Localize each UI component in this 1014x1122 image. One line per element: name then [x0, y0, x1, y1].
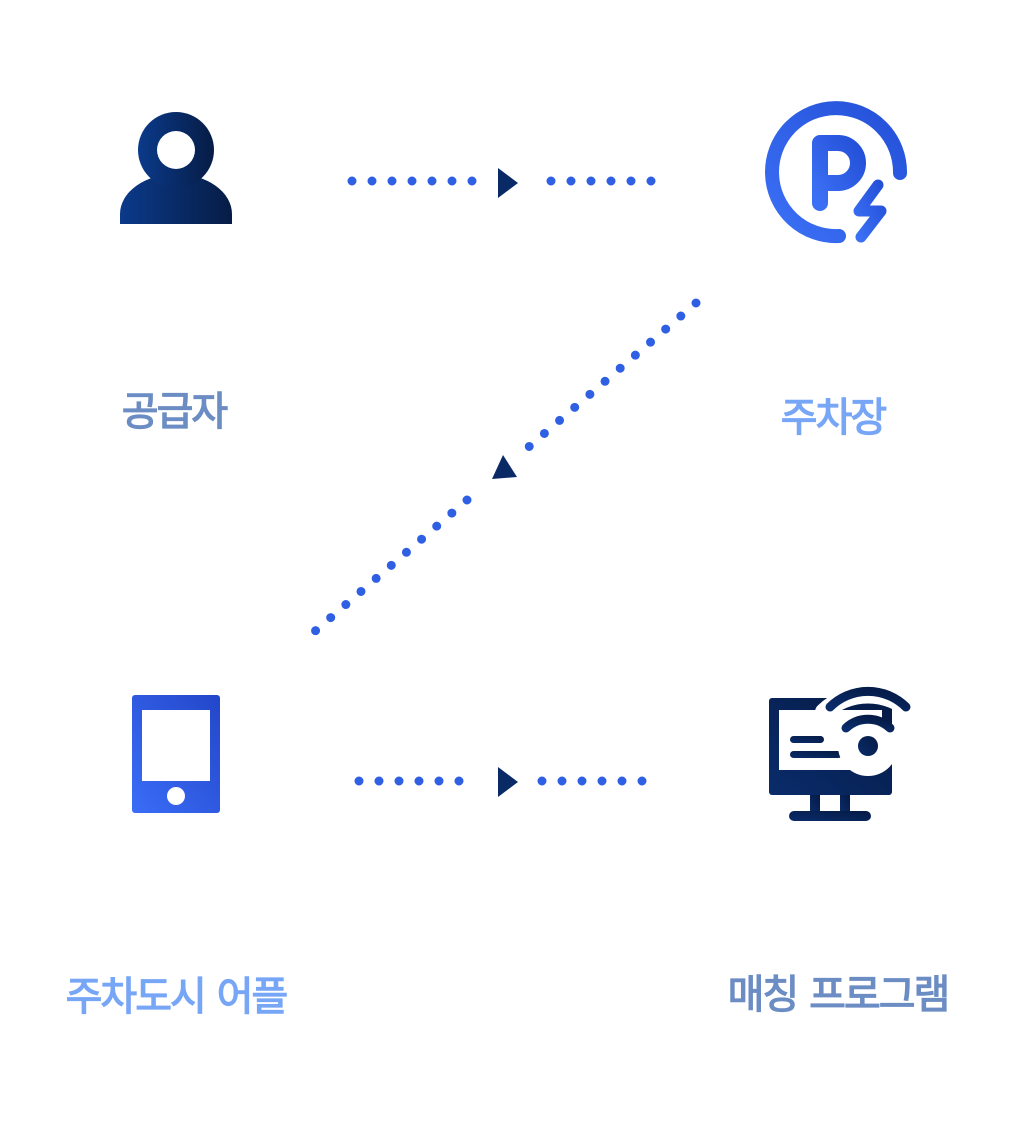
supplier-label: 공급자 [121, 389, 228, 435]
dotted-line [309, 495, 472, 637]
flow-supplier-to-parking [347, 168, 661, 198]
app-label: 주차도시 어플 [65, 974, 289, 1020]
mobile-tablet-icon [132, 695, 220, 813]
dotted-line [519, 298, 701, 456]
parking-charge-icon [765, 101, 908, 244]
flow-app-to-matching [354, 767, 666, 797]
arrow-right-icon [498, 168, 518, 198]
arrow-right-icon [498, 767, 518, 797]
parking-label: 주차장 [780, 395, 887, 441]
arrow-down-left-icon [492, 455, 517, 479]
person-icon [120, 112, 232, 224]
flow-parking-to-app [309, 298, 701, 637]
monitor-wifi-icon [769, 685, 921, 821]
matching-label: 매칭 프로그램 [727, 972, 951, 1018]
